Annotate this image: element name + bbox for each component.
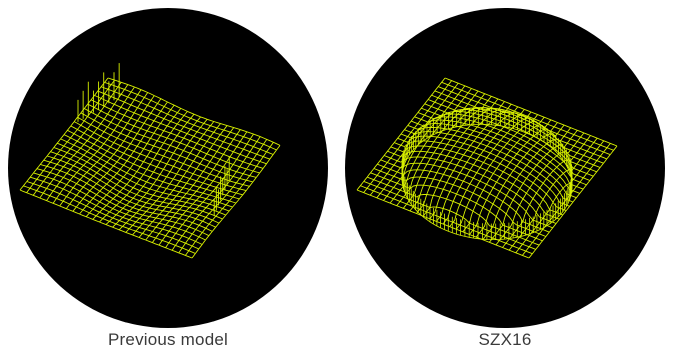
mesh-line: [118, 119, 208, 231]
mesh-line: [475, 124, 565, 238]
mesh-line: [449, 114, 538, 227]
mesh-grid: [19, 77, 281, 259]
mesh-line: [79, 101, 168, 215]
mesh-line: [178, 139, 268, 254]
mesh-line: [26, 79, 115, 193]
dome-rim-wall: [401, 108, 573, 240]
mesh-line: [92, 108, 182, 220]
mesh-line: [396, 93, 486, 206]
mesh-line: [32, 82, 122, 196]
mesh-line: [125, 121, 215, 233]
mesh-line: [52, 89, 142, 204]
mesh-line: [383, 88, 472, 201]
mesh-line: [422, 103, 512, 217]
mesh-line: [185, 142, 274, 256]
panel-previous-model: Previous model: [0, 0, 336, 356]
mesh-line: [46, 86, 135, 201]
mesh-line: [402, 96, 492, 209]
black-circle-background: [8, 8, 328, 328]
mesh-line: [429, 106, 519, 220]
mesh-line: [436, 109, 525, 222]
mesh-line: [112, 116, 201, 228]
mesh-line: [191, 145, 281, 259]
wireframe-image-previous-model: [8, 8, 328, 328]
caption-szx16: SZX16: [478, 330, 532, 349]
mesh-line: [132, 123, 221, 236]
mesh-line: [469, 122, 558, 235]
caption-previous-model: Previous model: [108, 330, 228, 349]
mesh-line: [416, 101, 505, 214]
mesh-line: [356, 77, 446, 191]
mesh-line: [158, 131, 248, 246]
mesh-line: [105, 113, 195, 225]
mesh-line: [72, 98, 162, 212]
mesh-line: [59, 92, 149, 207]
black-circle-background: [345, 8, 665, 328]
mesh-line: [99, 111, 188, 223]
mesh-line: [508, 137, 598, 251]
mesh-line: [515, 140, 605, 254]
mesh-line: [409, 98, 499, 212]
mesh-line: [462, 119, 552, 233]
mesh-line: [138, 125, 228, 238]
mesh-line: [442, 111, 532, 225]
panel-szx16: SZX16: [337, 0, 673, 356]
mesh-line: [145, 127, 235, 241]
rim-bottom-edge: [401, 124, 573, 240]
mesh-line: [528, 145, 618, 259]
mesh-line: [495, 132, 585, 246]
mesh-line: [363, 80, 452, 193]
wireframe-image-szx16: [345, 8, 665, 328]
edge-artifacts: [77, 63, 230, 216]
mesh-line: [151, 129, 241, 243]
mesh-line: [39, 84, 129, 199]
mesh-line: [369, 82, 459, 196]
mesh-line: [85, 104, 175, 217]
mesh-line: [165, 133, 254, 248]
mesh-line: [65, 95, 155, 209]
